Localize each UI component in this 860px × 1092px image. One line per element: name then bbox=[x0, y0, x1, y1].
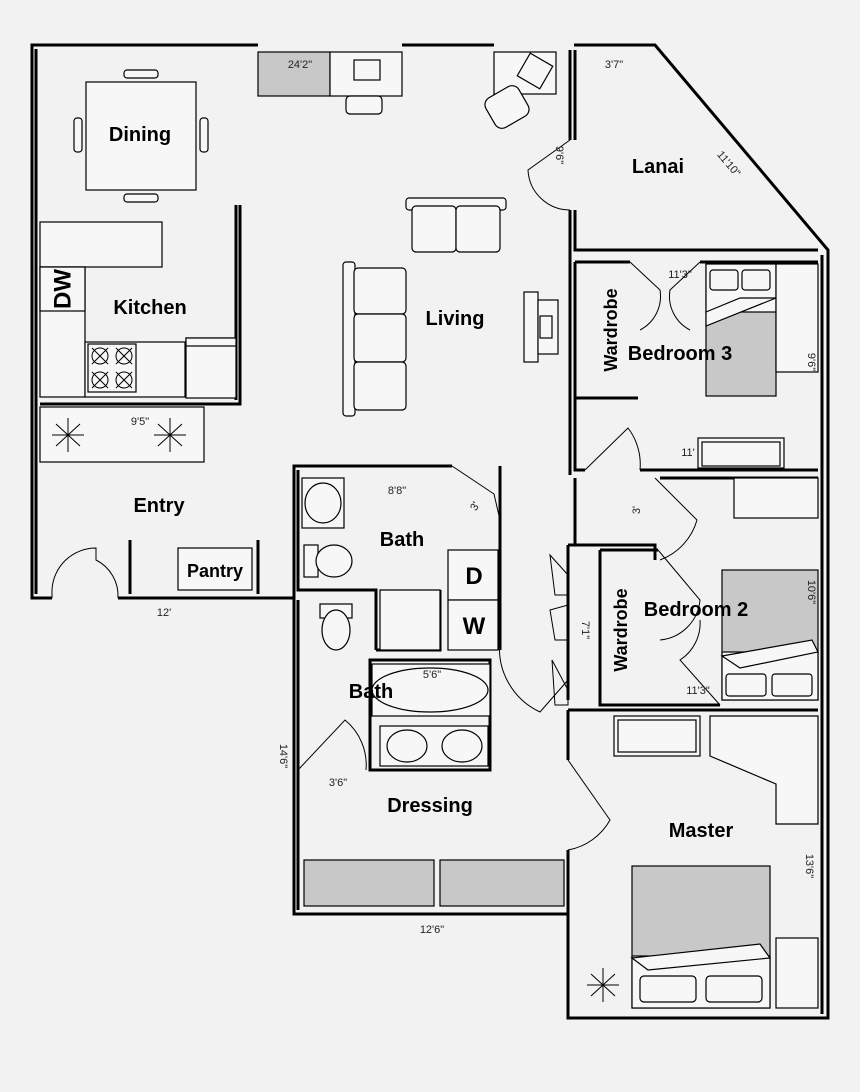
dishwasher-label: DW bbox=[49, 269, 76, 309]
dim-bed3-height: 9'6" bbox=[805, 353, 817, 371]
living-label: Living bbox=[426, 308, 485, 330]
dim-lanai-side: 11'10" bbox=[714, 149, 742, 180]
dim-top-wall: 24'2" bbox=[288, 59, 312, 71]
outer-walls bbox=[30, 43, 830, 1020]
bedroom-2-label: Bedroom 2 bbox=[644, 599, 748, 621]
dim-entry-planter: 9'5" bbox=[131, 416, 149, 428]
dim-bath1-width: 8'8" bbox=[388, 485, 406, 497]
wardrobe-3-label: Wardrobe bbox=[601, 288, 621, 371]
dim-closet-door: 7'1" bbox=[579, 621, 591, 639]
desk-top bbox=[257, 51, 557, 129]
dim-dressing-height: 14'6" bbox=[277, 744, 289, 768]
dim-hall-door: 3' bbox=[631, 506, 643, 514]
kitchen-counters bbox=[39, 221, 237, 399]
dressing-closets bbox=[303, 859, 565, 907]
wardrobe-2-label: Wardrobe bbox=[611, 588, 631, 671]
interior-walls bbox=[39, 50, 818, 914]
dim-master-height: 13'6" bbox=[803, 854, 815, 878]
bath-fixtures bbox=[301, 477, 491, 767]
dim-lanai-door: 9'6" bbox=[553, 146, 565, 164]
lanai-label: Lanai bbox=[632, 156, 684, 178]
dim-tub: 5'6" bbox=[423, 669, 441, 681]
dressing-label: Dressing bbox=[387, 795, 473, 817]
bedroom-3-furniture bbox=[697, 263, 819, 469]
laundry bbox=[447, 549, 499, 651]
washer-label: W bbox=[463, 613, 486, 640]
door-swings bbox=[51, 139, 721, 851]
dining-set bbox=[73, 69, 209, 203]
loveseat bbox=[405, 197, 507, 253]
master-label: Master bbox=[669, 820, 734, 842]
bath-2-label: Bath bbox=[349, 681, 393, 703]
entry-label: Entry bbox=[133, 495, 185, 517]
master-furniture bbox=[613, 715, 819, 1009]
dining-label: Dining bbox=[109, 124, 171, 146]
dim-bed3-lower: 11' bbox=[681, 447, 695, 459]
dim-bed3-width: 11'3" bbox=[668, 269, 692, 281]
dim-dressing-door: 3'6" bbox=[329, 777, 347, 789]
bath-1-label: Bath bbox=[380, 529, 424, 551]
bedroom-3-label: Bedroom 3 bbox=[628, 343, 732, 365]
sofa bbox=[342, 261, 407, 417]
kitchen-label: Kitchen bbox=[113, 297, 186, 319]
dryer-label: D bbox=[465, 563, 482, 590]
dim-entry-width: 12' bbox=[157, 607, 171, 619]
bedroom-2-furniture bbox=[720, 477, 819, 701]
stove-icon bbox=[87, 343, 137, 393]
dim-bath1-door: 3' bbox=[468, 500, 483, 513]
plant-icon bbox=[52, 418, 619, 1002]
dim-bed2-width: 11'3" bbox=[686, 685, 710, 697]
dim-bed2-height: 10'6" bbox=[805, 580, 817, 604]
dim-lanai-top: 3'7" bbox=[605, 59, 623, 71]
tv-stand bbox=[523, 291, 559, 363]
dim-dressing-width: 12'6" bbox=[420, 924, 444, 936]
pantry-label: Pantry bbox=[187, 561, 243, 581]
pantry-box bbox=[177, 547, 253, 591]
